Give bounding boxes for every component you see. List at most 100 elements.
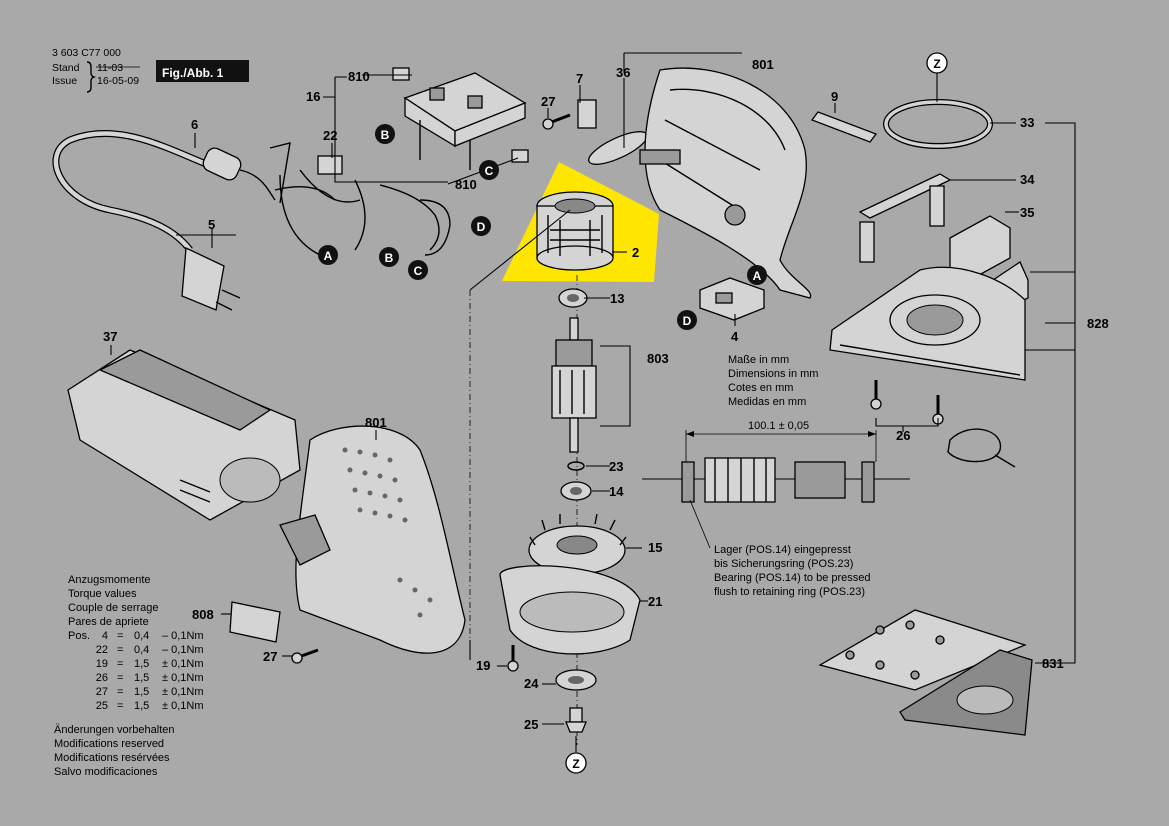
svg-text:± 0,1Nm: ± 0,1Nm xyxy=(162,672,204,684)
base-plate-part-828[interactable] xyxy=(829,266,1026,381)
stand-old-date: 11-03 xyxy=(97,62,123,74)
screw-part-27-top[interactable] xyxy=(542,113,571,130)
svg-text:Z: Z xyxy=(572,757,579,771)
part-label-22: 22 xyxy=(323,128,337,143)
svg-text:27: 27 xyxy=(96,686,108,698)
part-label-801-top: 801 xyxy=(752,57,774,72)
wiring-harness xyxy=(269,142,451,256)
label-part-808[interactable] xyxy=(229,601,281,643)
svg-text:=: = xyxy=(117,686,123,698)
part-numbers: 810 16 810 6 22 5 7 27 36 801 9 2 13 803… xyxy=(103,57,1109,732)
bearing-part-24[interactable] xyxy=(555,669,597,691)
svg-text:26: 26 xyxy=(96,672,108,684)
cable-clamp-part-7[interactable] xyxy=(577,99,597,129)
svg-text:22: 22 xyxy=(96,644,108,656)
part-label-14: 14 xyxy=(609,484,624,499)
svg-text:4: 4 xyxy=(102,630,108,642)
bearing-part-13[interactable] xyxy=(558,288,588,308)
part-label-5: 5 xyxy=(208,217,215,232)
part-label-13: 13 xyxy=(610,291,624,306)
mains-plug-part-5[interactable] xyxy=(181,247,241,311)
svg-text:1,5: 1,5 xyxy=(134,686,149,698)
seal-ring-part-33[interactable] xyxy=(883,99,993,149)
capacitor-810-lower xyxy=(511,149,529,163)
screw-part-19[interactable] xyxy=(507,645,519,672)
part-label-828: 828 xyxy=(1087,316,1109,331)
sanding-pad xyxy=(899,649,1033,736)
torque-table: Anzugsmomente Torque values Couple de se… xyxy=(68,574,204,712)
svg-text:25: 25 xyxy=(96,700,108,712)
part-label-810-bottom: 810 xyxy=(455,177,477,192)
svg-text:0,4: 0,4 xyxy=(134,644,149,656)
part-label-808: 808 xyxy=(192,607,214,622)
figure-label: Fig./Abb. 1 xyxy=(162,66,224,80)
part-label-37: 37 xyxy=(103,329,117,344)
svg-text:± 0,1Nm: ± 0,1Nm xyxy=(162,686,204,698)
svg-text:Salvo modificaciones: Salvo modificaciones xyxy=(54,766,158,778)
callout-b-wire: B xyxy=(379,247,399,267)
svg-text:0,4: 0,4 xyxy=(134,630,149,642)
torque-row: 4 = 0,4 – 0,1Nm xyxy=(102,630,204,642)
fan-cover-part-21[interactable] xyxy=(499,565,641,655)
part-label-24: 24 xyxy=(524,676,539,691)
part-label-21: 21 xyxy=(648,594,662,609)
svg-text:D: D xyxy=(477,220,486,234)
svg-text:Änderungen vorbehalten: Änderungen vorbehalten xyxy=(54,724,174,736)
callout-z-top: Z xyxy=(926,52,948,74)
switch-part-22[interactable] xyxy=(279,155,440,256)
power-cable-part-6[interactable] xyxy=(52,129,276,253)
svg-text:C: C xyxy=(485,164,494,178)
brush-holder-part-4[interactable] xyxy=(699,277,765,321)
bearing-part-14[interactable] xyxy=(560,481,592,501)
electronics-module-part-16[interactable] xyxy=(392,67,529,170)
part-label-831: 831 xyxy=(1042,656,1064,671)
part-label-15: 15 xyxy=(648,540,662,555)
issue-date: 16-05-09 xyxy=(97,75,139,87)
part-label-27-bottom: 27 xyxy=(263,649,277,664)
fan-part-15[interactable] xyxy=(528,513,627,575)
bracket-part-34[interactable] xyxy=(858,173,952,263)
svg-text:Pos.: Pos. xyxy=(68,630,90,642)
dimension-value: 100.1 ± 0,05 xyxy=(748,420,809,432)
svg-text:Pares de apriete: Pares de apriete xyxy=(68,616,149,628)
part-label-801-bottom: 801 xyxy=(365,415,387,430)
svg-text:=: = xyxy=(117,672,123,684)
part-label-6: 6 xyxy=(191,117,198,132)
svg-text:Dimensions in mm: Dimensions in mm xyxy=(728,368,818,380)
callout-a-cable: A xyxy=(318,245,338,265)
callout-a-brush: A xyxy=(747,265,767,285)
torque-row: 27 = 1,5 ± 0,1Nm xyxy=(96,686,204,698)
svg-text:D: D xyxy=(683,314,692,328)
svg-text:19: 19 xyxy=(96,658,108,670)
part-label-19: 19 xyxy=(476,658,490,673)
svg-text:Modifications resérvées: Modifications resérvées xyxy=(54,752,170,764)
part-label-33: 33 xyxy=(1020,115,1034,130)
part-label-36: 36 xyxy=(616,65,630,80)
svg-text:Medidas en mm: Medidas en mm xyxy=(728,396,806,408)
housing-half-part-801-bottom[interactable] xyxy=(279,425,466,654)
doc-number: 3 603 C77 000 xyxy=(52,47,121,59)
screw-part-25[interactable] xyxy=(565,707,587,733)
part-label-26: 26 xyxy=(896,428,910,443)
field-coil-part-2[interactable] xyxy=(536,191,614,271)
torque-row: 19 = 1,5 ± 0,1Nm xyxy=(96,658,204,670)
svg-text:B: B xyxy=(381,128,390,142)
part-label-34: 34 xyxy=(1020,172,1035,187)
label-plate-part-9[interactable] xyxy=(810,111,878,143)
capacitor-810-upper xyxy=(392,67,410,81)
svg-text:=: = xyxy=(117,658,123,670)
part-label-7: 7 xyxy=(576,71,583,86)
svg-text:1,5: 1,5 xyxy=(134,700,149,712)
housing-half-part-801-top[interactable] xyxy=(639,67,812,299)
armature-detail: 100.1 ± 0,05 xyxy=(642,420,910,549)
part-label-810-top: 810 xyxy=(348,69,370,84)
retaining-ring-part-23[interactable] xyxy=(567,461,585,471)
armature-part-803[interactable] xyxy=(551,317,597,453)
screws-part-26[interactable] xyxy=(870,380,944,425)
screw-part-27-bottom[interactable] xyxy=(291,648,319,664)
svg-text:A: A xyxy=(324,249,333,263)
sanding-sheet-part-831[interactable] xyxy=(818,609,1027,691)
svg-text:Maße in mm: Maße in mm xyxy=(728,354,789,366)
dust-box-part-37[interactable] xyxy=(67,349,301,521)
svg-text:=: = xyxy=(117,700,123,712)
